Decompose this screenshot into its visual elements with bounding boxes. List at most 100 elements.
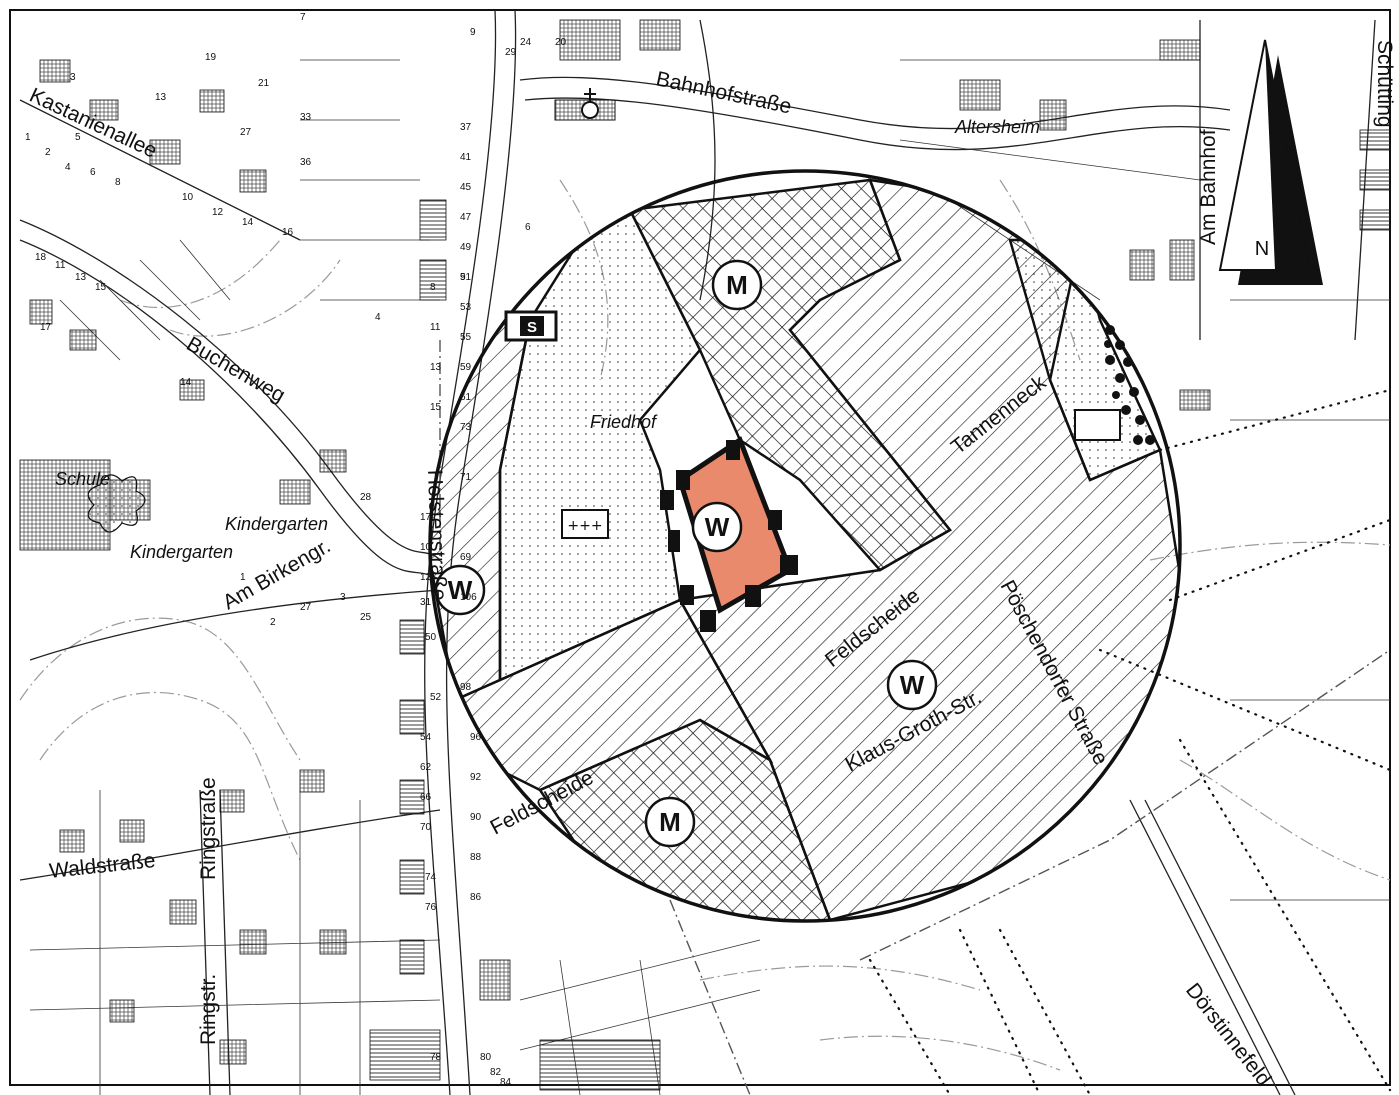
place-labels: Schule Kindergarten Kindergarten Altersh… [55,117,1040,562]
place-label-schule: Schule [55,469,110,489]
house-number: 51 [460,272,472,283]
house-number: 15 [95,282,107,293]
house-number: 6 [90,167,96,178]
buildings [19,19,1391,1091]
house-number: 52 [430,692,442,703]
svg-text:+++: +++ [567,518,602,534]
house-number: 10 [182,192,194,203]
house-number: 6 [525,222,531,233]
house-number: 28 [360,492,372,503]
house-number: 20 [555,37,567,48]
impact-zone [430,178,1180,921]
house-number: 14 [242,217,254,228]
house-number: 19 [205,52,217,63]
zone-label-m-south: M [659,807,681,837]
house-number: 31 [420,597,432,608]
house-number: 29 [505,47,517,58]
school-building-icon [87,474,146,533]
house-number: 88 [470,852,482,863]
street-label-am-bahnhof: Am Bahnhof [1197,129,1220,245]
street-label-ringstr: Ringstr. [197,974,220,1045]
s-symbol-badge: S [504,310,558,342]
s-symbol-label: S [527,319,537,336]
house-number: 3 [70,72,76,83]
zone-label-w-center: W [705,512,730,542]
house-number: 7 [300,12,306,23]
house-number: 76 [425,902,437,913]
house-number: 49 [460,242,472,253]
parcel-lines [29,59,1390,1095]
house-number: 5 [75,132,81,143]
house-number: 66 [420,792,432,803]
house-number: 1 [25,132,31,143]
house-number: 69 [460,552,472,563]
house-number: 33 [300,112,312,123]
place-label-kindergarten-1: Kindergarten [225,514,328,534]
map-frame [9,9,1391,1086]
house-number: 80 [480,1052,492,1063]
field-boundary-dotted [868,388,1392,1095]
house-number: 37 [460,122,472,133]
house-number: 18 [35,252,47,263]
street-label-schuetting: Schütting [1373,40,1396,128]
house-number: 9 [470,27,476,38]
house-number: 13 [430,362,442,373]
structure-box [1074,409,1121,441]
zone-marker-m-south: M [644,796,696,848]
house-number: 84 [500,1077,512,1088]
house-number: 98 [460,682,472,693]
north-arrow: N [1218,39,1323,285]
house-number: 27 [240,127,252,138]
north-arrow-label: N [1255,238,1269,260]
house-number: 59 [460,362,472,373]
house-number: 13 [75,272,87,283]
house-number: 10 [420,542,432,553]
house-number: 62 [420,762,432,773]
zone-marker-w-east: W [886,659,938,711]
house-number: 92 [470,772,482,783]
house-number: 70 [420,822,432,833]
house-number: 9 [460,272,466,283]
house-number: 13 [155,92,167,103]
house-number: 45 [460,182,472,193]
zone-marker-w-west: W [434,564,486,616]
house-number: 15 [430,402,442,413]
church-icon [554,88,616,121]
house-number: 90 [470,812,482,823]
place-label-friedhof: Friedhof [590,412,658,432]
zone-marker-m-north: M [711,259,763,311]
street-label-holstenstrasse: Holstenstraße [423,469,451,600]
house-number: 8 [430,282,436,293]
house-number: 11 [430,322,441,333]
house-number: 2 [270,617,276,628]
zone-label-m-north: M [726,270,748,300]
house-number: 17 [40,322,52,333]
house-number: 12 [420,572,432,583]
buffer-circle [428,169,1182,923]
house-number: 54 [420,732,432,743]
house-number: 4 [65,162,71,173]
house-number: 96 [470,732,482,743]
house-number: 14 [180,377,192,388]
house-number: 12 [212,207,224,218]
house-number: 4 [375,312,381,323]
zone-label-w-west: W [448,575,473,605]
house-number: 74 [425,872,437,883]
house-number: 36 [300,157,312,168]
house-number: 61 [460,392,472,403]
house-number: 78 [430,1052,442,1063]
house-number: 16 [282,227,294,238]
zone-label-w-east: W [900,670,925,700]
zone-marker-w-center: W [691,501,743,553]
house-number: 3 [340,592,346,603]
house-number: 2 [45,147,51,158]
street-label-ringstrasse: Ringstraße [197,777,220,880]
house-number: 106 [460,592,477,603]
house-number: 86 [470,892,482,903]
house-number: 55 [460,332,472,343]
house-number: 47 [460,212,472,223]
house-number: 11 [55,260,66,271]
place-label-kindergarten-2: Kindergarten [130,542,233,562]
